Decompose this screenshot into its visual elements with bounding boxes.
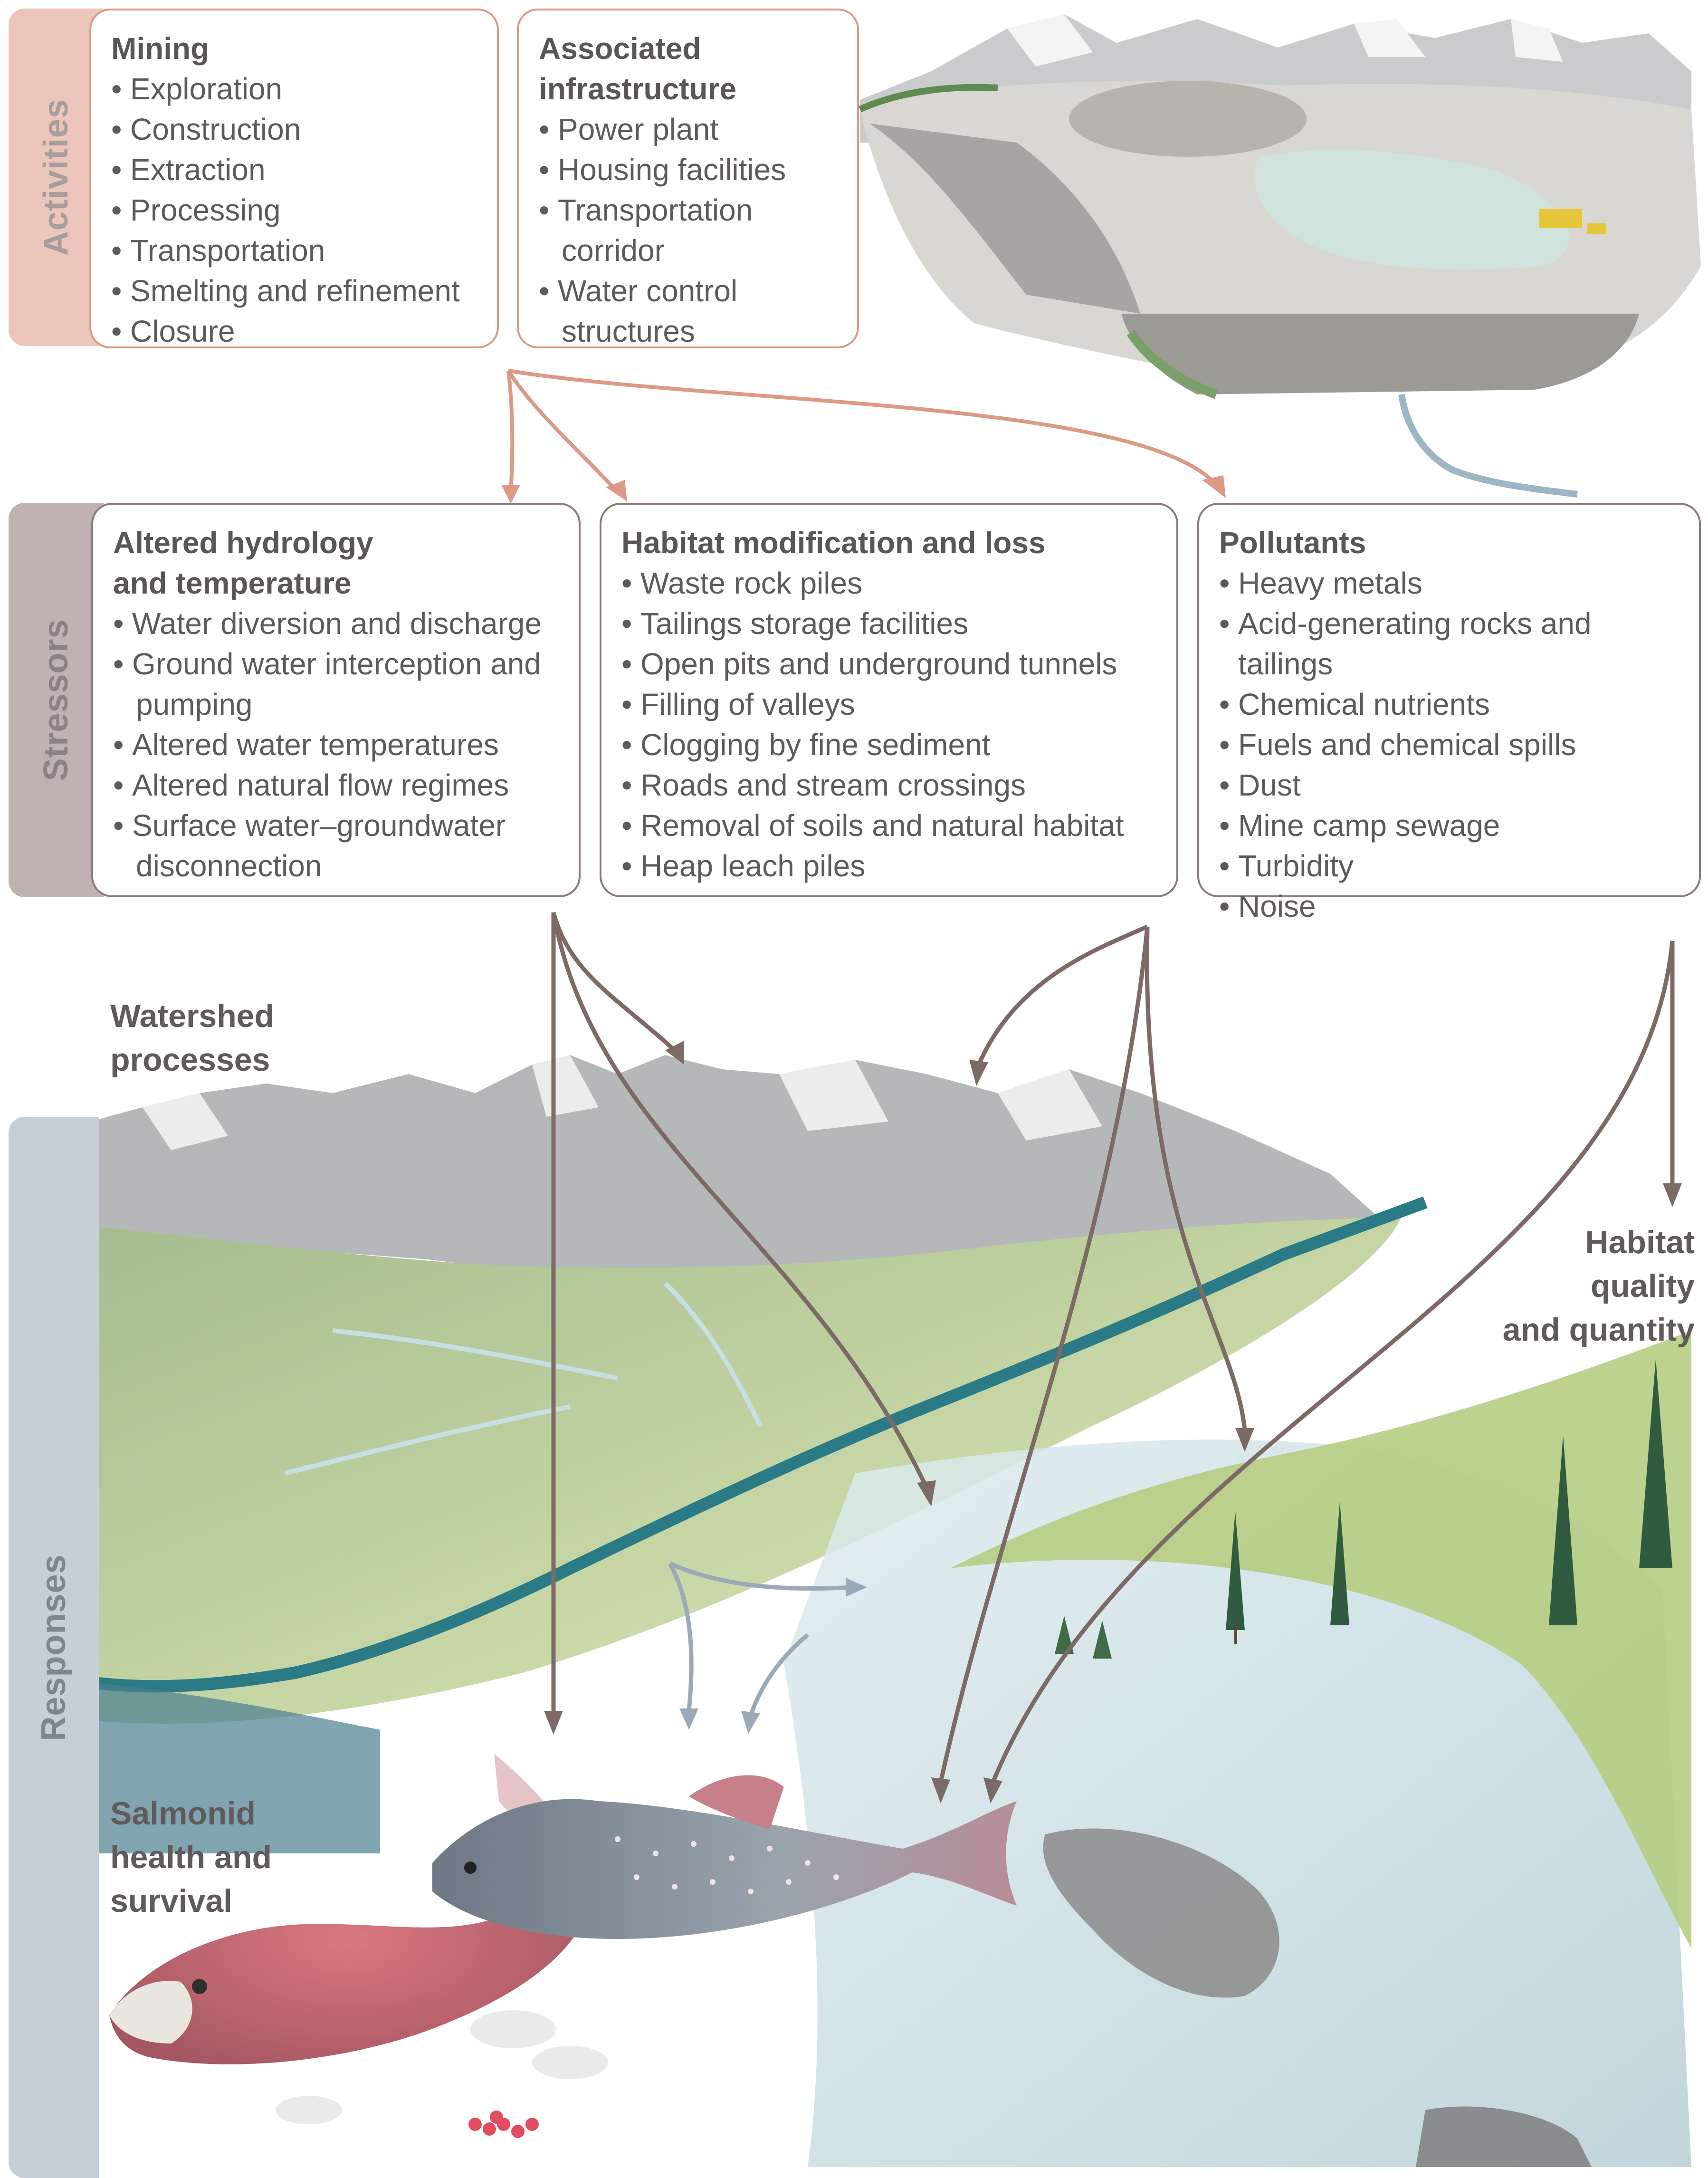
habitat-loss-box: Habitat modification and loss Waste rock… bbox=[600, 503, 1178, 897]
list-item: Surface water–groundwater bbox=[113, 806, 560, 846]
list-item: Processing bbox=[111, 190, 478, 230]
salmon-label-line2: health and bbox=[110, 1839, 272, 1875]
quality-label-line1: Habitat bbox=[1585, 1224, 1695, 1260]
list-item-continuation: structures bbox=[562, 314, 695, 348]
list-item: Removal of soils and natural habitat bbox=[621, 806, 1157, 846]
mining-title: Mining bbox=[111, 31, 210, 66]
list-item: Transportation bbox=[111, 230, 478, 271]
list-item: Construction bbox=[111, 109, 478, 150]
salmon-label-line1: Salmonid bbox=[110, 1795, 256, 1832]
stressor-arrows bbox=[551, 911, 1675, 1783]
list-item-continuation: pumping bbox=[136, 687, 253, 721]
hydrology-list: Water diversion and discharge Ground wat… bbox=[113, 604, 560, 886]
infrastructure-title-line1: Associated bbox=[539, 31, 701, 66]
watershed-landscape bbox=[89, 1055, 1691, 2167]
list-item: Closure bbox=[111, 311, 478, 352]
habitat-quality-label: Habitat quality and quantity bbox=[1503, 1220, 1695, 1352]
list-item: Heap leach piles bbox=[621, 846, 1157, 886]
stressor-arrowheads bbox=[544, 1041, 1682, 1804]
list-item: Exploration bbox=[111, 69, 478, 109]
list-item-continuation: corridor bbox=[562, 233, 665, 268]
list-item: Open pits and underground tunnels bbox=[621, 644, 1157, 684]
pollutants-list: Heavy metals Acid-generating rocks and t… bbox=[1219, 563, 1680, 927]
quality-label-line3: and quantity bbox=[1502, 1312, 1695, 1348]
watershed-processes-label: Watershed processes bbox=[110, 994, 274, 1082]
list-item: Altered water temperatures bbox=[113, 725, 560, 765]
tier-label-responses: Responses bbox=[35, 1554, 73, 1741]
list-item: Heavy metals bbox=[1219, 563, 1680, 604]
watershed-label-line2: processes bbox=[110, 1042, 270, 1078]
list-item: Fuels and chemical spills bbox=[1219, 725, 1680, 765]
tier-label-stressors: Stressors bbox=[37, 619, 75, 781]
list-item: Noise bbox=[1219, 886, 1680, 927]
list-item: Housing facilities bbox=[539, 150, 838, 190]
list-item: Smelting and refinement bbox=[111, 271, 478, 311]
list-item: Acid-generating rocks and tailings bbox=[1219, 604, 1680, 684]
mining-box: Mining Exploration Construction Extracti… bbox=[89, 9, 499, 352]
list-item: Power plant bbox=[539, 109, 838, 150]
list-item-continuation: disconnection bbox=[136, 849, 322, 883]
list-item: Tailings storage facilities bbox=[621, 604, 1157, 644]
hydrology-title-line2: and temperature bbox=[113, 566, 352, 600]
list-item: Transportation bbox=[539, 190, 838, 230]
hydrology-title-line1: Altered hydrology bbox=[113, 526, 373, 560]
list-item: Filling of valleys bbox=[621, 684, 1157, 725]
list-item: Water diversion and discharge bbox=[113, 604, 560, 644]
activity-arrowheads bbox=[501, 475, 1226, 504]
habitat-loss-title: Habitat modification and loss bbox=[621, 526, 1046, 560]
salmon-label-line3: survival bbox=[110, 1883, 233, 1919]
list-item: Dust bbox=[1219, 765, 1680, 806]
mine-site-illustration bbox=[859, 14, 1701, 498]
list-item: Mine camp sewage bbox=[1219, 806, 1680, 846]
response-arrows bbox=[668, 1561, 851, 1717]
watershed-label-line1: Watershed bbox=[110, 998, 275, 1034]
salmon-illustration bbox=[109, 1754, 1017, 2138]
tier-tab-stressors: Stressors bbox=[9, 503, 104, 897]
infrastructure-list: Power plant Housing facilities Transport… bbox=[539, 109, 838, 352]
response-arrowheads bbox=[679, 1578, 867, 1734]
salmonid-health-label: Salmonid health and survival bbox=[110, 1792, 272, 1923]
list-item: Ground water interception and bbox=[113, 644, 560, 684]
hydrology-box: Altered hydrology and temperature Water … bbox=[91, 503, 581, 897]
list-item: Roads and stream crossings bbox=[621, 765, 1157, 806]
mining-list: Exploration Construction Extraction Proc… bbox=[111, 69, 478, 352]
habitat-loss-list: Waste rock piles Tailings storage facili… bbox=[621, 563, 1157, 886]
list-item: Altered natural flow regimes bbox=[113, 765, 560, 806]
list-item: Turbidity bbox=[1219, 846, 1680, 886]
activity-arrows bbox=[506, 369, 1218, 493]
list-item: Extraction bbox=[111, 150, 478, 190]
list-item: Chemical nutrients bbox=[1219, 684, 1680, 725]
tier-tab-activities: Activities bbox=[9, 9, 104, 346]
tier-tab-responses: Responses bbox=[9, 1117, 99, 2178]
list-item: Clogging by fine sediment bbox=[621, 725, 1157, 765]
pollutants-box: Pollutants Heavy metals Acid-generating … bbox=[1197, 503, 1701, 927]
tier-label-activities: Activities bbox=[37, 98, 75, 256]
list-item: Waste rock piles bbox=[621, 563, 1157, 604]
infrastructure-title-line2: infrastructure bbox=[539, 72, 737, 106]
list-item: Water control bbox=[539, 271, 838, 311]
quality-label-line2: quality bbox=[1590, 1268, 1695, 1304]
pollutants-title: Pollutants bbox=[1219, 526, 1366, 560]
infrastructure-box: Associated infrastructure Power plant Ho… bbox=[517, 9, 859, 348]
